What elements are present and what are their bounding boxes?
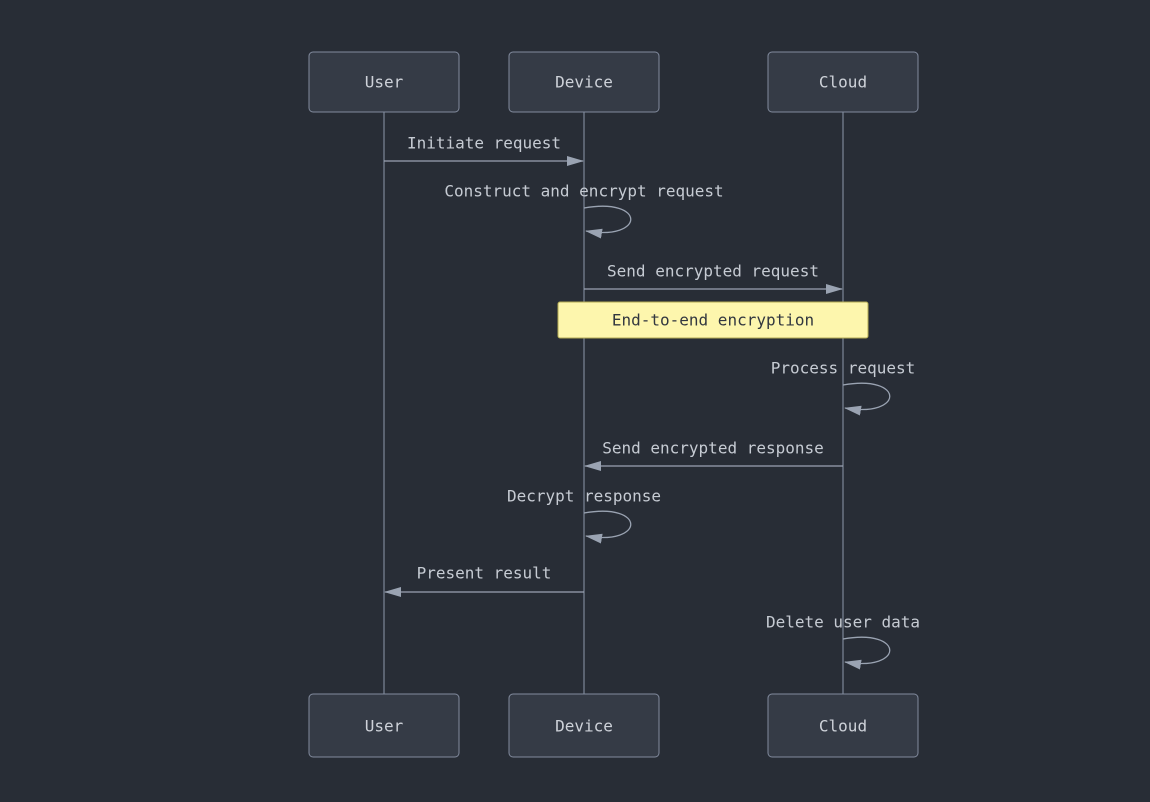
actor-bottom-device: Device bbox=[508, 693, 660, 758]
actor-top-user: User bbox=[308, 51, 460, 113]
self-loop-arrow bbox=[583, 205, 632, 239]
message-decrypt-response: Decrypt response bbox=[507, 487, 661, 544]
actor-top-user-label: User bbox=[365, 73, 404, 92]
actor-bottom-cloud-label: Cloud bbox=[819, 717, 867, 736]
actor-box bbox=[508, 693, 660, 758]
actor-top-device: Device bbox=[508, 51, 660, 113]
actor-box bbox=[308, 693, 460, 758]
message-label: Decrypt response bbox=[507, 487, 661, 506]
note-label: End-to-end encryption bbox=[612, 311, 814, 330]
message-initiate-request: Initiate request bbox=[384, 134, 584, 166]
self-loop-arrow bbox=[842, 382, 891, 416]
actor-bottom-user: User bbox=[308, 693, 460, 758]
actor-top-cloud-label: Cloud bbox=[819, 73, 867, 92]
message-send-encrypted-request: Send encrypted request bbox=[584, 262, 843, 294]
message-process-request: Process request bbox=[771, 359, 916, 416]
actor-box bbox=[308, 51, 460, 113]
message-delete-user-data: Delete user data bbox=[766, 613, 920, 670]
message-label: Construct and encrypt request bbox=[444, 182, 723, 201]
lifelines bbox=[383, 112, 844, 694]
message-label: Initiate request bbox=[407, 134, 561, 153]
actor-bottom-device-label: Device bbox=[555, 717, 613, 736]
message-label: Send encrypted request bbox=[607, 262, 819, 281]
actor-bottom-user-label: User bbox=[365, 717, 404, 736]
note-end-to-end-encryption: End-to-end encryption bbox=[557, 301, 869, 339]
self-loop-arrow bbox=[583, 510, 632, 544]
message-send-encrypted-response: Send encrypted response bbox=[584, 439, 843, 471]
actor-box bbox=[767, 51, 919, 113]
message-label: Present result bbox=[417, 564, 552, 583]
message-label: Send encrypted response bbox=[602, 439, 824, 458]
message-construct-encrypt-request: Construct and encrypt request bbox=[444, 182, 724, 239]
actor-top-cloud: Cloud bbox=[767, 51, 919, 113]
message-present-result: Present result bbox=[384, 564, 584, 597]
actor-bottom-cloud: Cloud bbox=[767, 693, 919, 758]
message-label: Delete user data bbox=[766, 613, 920, 632]
actor-box bbox=[767, 693, 919, 758]
actor-box bbox=[508, 51, 660, 113]
actor-top-device-label: Device bbox=[555, 73, 613, 92]
note-box bbox=[557, 301, 869, 339]
self-loop-arrow bbox=[842, 636, 891, 670]
message-label: Process request bbox=[771, 359, 916, 378]
